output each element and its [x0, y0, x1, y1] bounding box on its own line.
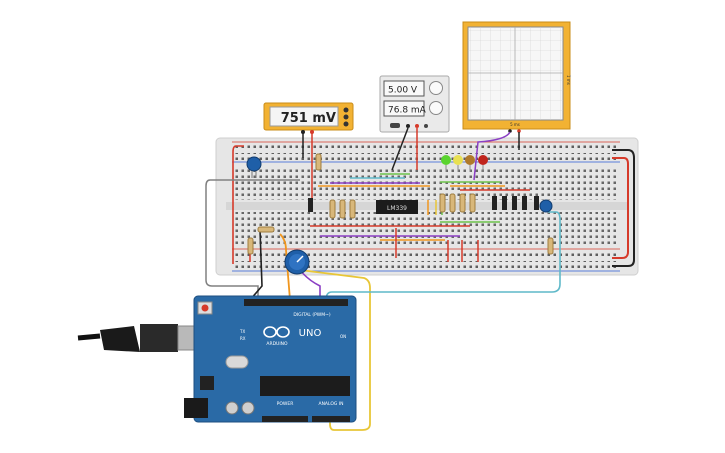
diodes[interactable] [308, 196, 539, 212]
multimeter-probe-jack [343, 107, 349, 113]
multimeter[interactable]: 751 mV [263, 102, 354, 134]
resistor[interactable] [329, 199, 336, 219]
analog-header[interactable] [312, 416, 350, 422]
power-label: POWER [277, 401, 294, 407]
resistor[interactable] [349, 199, 356, 219]
potentiometer[interactable] [284, 249, 310, 275]
power-supply[interactable]: 5.00 V 76.8 mA [379, 75, 450, 133]
power-jack[interactable] [184, 398, 208, 418]
power-header[interactable] [262, 416, 308, 422]
on-label: ON [340, 334, 346, 339]
oscilloscope[interactable]: 1 ms 5 ms [462, 21, 571, 133]
resistor[interactable] [469, 193, 476, 213]
atmega-chip [260, 376, 350, 396]
lm339-chip[interactable]: LM339 [376, 200, 418, 214]
supply-current-display: 76.8 mA [388, 106, 427, 116]
led-yellow[interactable] [453, 155, 463, 165]
led-green[interactable] [441, 155, 451, 165]
usb-cable[interactable] [77, 324, 205, 352]
resistor[interactable] [339, 199, 346, 219]
digital-header[interactable] [244, 299, 348, 306]
supply-voltage-display: 5.00 V [388, 86, 418, 96]
arduino-logo-icon [263, 326, 277, 338]
tx-label: TX [239, 329, 245, 334]
chip-label: LM339 [387, 205, 407, 212]
arduino-uno[interactable]: DIGITAL (PWM~) UNO ARDUINO TX RX ON POWE… [184, 295, 357, 423]
multimeter-reading: 751 mV [281, 111, 336, 126]
led-orange[interactable] [465, 155, 475, 165]
wires [205, 127, 635, 431]
board-model: UNO [299, 328, 322, 339]
scope-time-label: 1 ms [566, 75, 571, 85]
resistor[interactable] [247, 237, 254, 255]
scope-screen [468, 27, 563, 120]
current-knob[interactable] [429, 101, 443, 115]
resistor[interactable] [315, 153, 322, 171]
breadboard[interactable] [215, 137, 639, 276]
capacitor[interactable] [246, 156, 262, 178]
multimeter-probe-jack [343, 121, 349, 127]
resistor[interactable] [439, 193, 446, 213]
digital-header-label: DIGITAL (PWM~) [293, 312, 331, 318]
capacitor[interactable] [539, 199, 553, 213]
analog-label: ANALOG IN [318, 401, 343, 407]
board-brand: ARDUINO [266, 341, 288, 347]
resistors[interactable] [247, 153, 554, 255]
scope-bottom-label: 5 ms [510, 122, 520, 127]
resistor[interactable] [459, 193, 466, 213]
power-switch[interactable] [390, 123, 400, 128]
led-red[interactable] [478, 155, 488, 165]
rx-label: RX [240, 336, 246, 341]
resistor[interactable] [257, 226, 275, 233]
leds[interactable] [441, 155, 488, 172]
voltage-knob[interactable] [429, 81, 443, 95]
resistor[interactable] [449, 193, 456, 213]
resistor[interactable] [547, 237, 554, 255]
multimeter-probe-jack [343, 114, 349, 120]
